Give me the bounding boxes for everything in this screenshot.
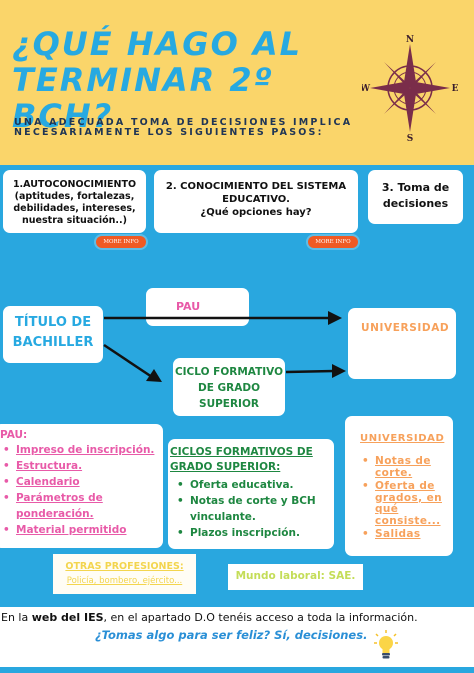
pau-link-impreso[interactable]: Impreso de inscripción. [0, 442, 160, 458]
arrow-to-ciclo [103, 343, 153, 379]
universidad-info-content: UNIVERSIDAD Notas de corte. Oferta de gr… [349, 432, 451, 543]
ciclo-formativo-label: CICLO FORMATIVO DE GRADO SUPERIOR [173, 364, 285, 412]
ciclo-line: SUPERIOR [199, 398, 259, 410]
compass-e: E [452, 84, 458, 94]
step-card-2 [154, 170, 358, 233]
arrowhead-3 [332, 364, 346, 378]
arrow-ciclo-to-universidad [285, 369, 335, 374]
pau-link-material[interactable]: Material permitido [0, 522, 160, 538]
step-1-line: nuestra situación..) [22, 215, 127, 226]
compass-w: W [362, 84, 371, 94]
footer-text-part: En la [1, 611, 32, 624]
step-2-text: 2. CONOCIMIENTO DEL SISTEMA EDUCATIVO. ¿… [154, 180, 358, 219]
more-info-button-1[interactable]: MORE INFO [96, 236, 146, 248]
pau-info-content: PAU: Impreso de inscripción. Estructura.… [0, 428, 160, 538]
ciclos-link-notas[interactable]: Notas de corte y BCH [174, 493, 332, 509]
pau-link-calendario[interactable]: Calendario [0, 474, 160, 490]
otras-profesiones-box [53, 554, 196, 594]
step-card-1 [3, 170, 146, 233]
ciclo-line: CICLO FORMATIVO [174, 366, 284, 378]
step-3-line: decisiones [382, 197, 449, 210]
ciclos-link-plazos[interactable]: Plazos inscripción. [174, 525, 332, 541]
step-3-line: 3. Toma de [381, 181, 450, 194]
universidad-info-heading: UNIVERSIDAD [360, 433, 445, 444]
step-2-line: ¿Qué opciones hay? [200, 207, 312, 218]
titulo-line: BACHILLER [12, 335, 94, 350]
more-info-button-2[interactable]: MORE INFO [308, 236, 358, 248]
footer-web-link[interactable]: web del IES [31, 611, 104, 624]
title-line-2: terminar 2º BCH? [12, 61, 274, 135]
ciclos-link-vinculante[interactable]: vinculante. [190, 511, 256, 523]
subtitle-line-1: UNA ADECUADA TOMA DE DECISIONES IMPLICA [14, 117, 353, 128]
step-1-text: 1.AUTOCONOCIMIENTO (aptitudes, fortaleza… [3, 179, 146, 227]
mundo-laboral-link[interactable]: Mundo laboral: SAE. [235, 570, 356, 582]
universidad-box [348, 308, 456, 379]
arrowhead-2 [146, 369, 162, 382]
pau-link-estructura[interactable]: Estructura. [0, 458, 160, 474]
ciclo-line: DE GRADO [197, 382, 260, 394]
page-title: ¿Qué hago al terminar 2º BCH? [12, 26, 352, 134]
step-2-line: EDUCATIVO. [222, 194, 290, 205]
titulo-bachiller-label: TÍTULO DE BACHILLER [3, 313, 103, 353]
footer-motto: ¿Tomas algo para ser feliz? Sí, decision… [95, 628, 368, 642]
page-subtitle: UNA ADECUADA TOMA DE DECISIONES IMPLICA … [14, 118, 374, 138]
univ-link-consiste[interactable]: consiste... [375, 514, 441, 527]
footer-band [0, 607, 474, 667]
otras-profesiones-text: Policía, bombero, ejército... [66, 576, 183, 586]
pau-link-parametros[interactable]: Parámetros de [0, 490, 160, 506]
univ-link-salidas[interactable]: Salidas [359, 528, 451, 541]
footer-text: En la web del IES, en el apartado D.O te… [1, 611, 418, 624]
arrowhead-1 [328, 311, 342, 325]
titulo-bachiller-box [3, 306, 103, 363]
step-card-3 [368, 170, 463, 224]
univ-link-que[interactable]: qué [375, 503, 399, 515]
titulo-line: TÍTULO DE [14, 315, 92, 330]
mundo-laboral-box [228, 564, 363, 590]
ciclos-info-list: Oferta educativa. Notas de corte y BCH v… [170, 477, 332, 541]
footer-text-part: , en el apartado D.O tenéis acceso a tod… [103, 611, 418, 624]
univ-link-grados[interactable]: grados, en [375, 491, 442, 504]
otras-profesiones-heading[interactable]: OTRAS PROFESIONES: [65, 561, 184, 572]
univ-link-notas[interactable]: Notas de [359, 455, 451, 468]
step-3-text: 3. Toma de decisiones [368, 180, 463, 212]
ciclos-heading-line: CICLOS FORMATIVOS DE [170, 446, 313, 458]
ciclos-info-heading: CICLOS FORMATIVOS DE GRADO SUPERIOR: [170, 445, 332, 475]
step-1-line: 1.AUTOCONOCIMIENTO [12, 179, 137, 190]
pau-box [146, 288, 249, 326]
compass-s: S [407, 134, 414, 142]
ciclos-heading-line: GRADO SUPERIOR: [170, 461, 281, 473]
step-2-line: 2. CONOCIMIENTO DEL SISTEMA [165, 181, 347, 192]
step-1-line: debilidades, intereses, [13, 203, 136, 214]
compass-n: N [406, 35, 414, 45]
step-1-line: (aptitudes, fortalezas, [14, 191, 135, 202]
ciclo-formativo-box [173, 358, 285, 416]
lightbulb-icon [374, 630, 398, 659]
pau-link-ponderacion[interactable]: ponderación. [16, 508, 94, 520]
pau-label[interactable]: PAU [176, 300, 201, 313]
subtitle-line-2: NECESARIAMENTE LOS SIGUIENTES PASOS: [14, 127, 324, 138]
ciclos-link-oferta[interactable]: Oferta educativa. [174, 477, 332, 493]
title-line-1: ¿Qué hago al [12, 25, 303, 63]
pau-info-list: Impreso de inscripción. Estructura. Cale… [0, 442, 160, 538]
universidad-label: UNIVERSIDAD [361, 322, 450, 334]
compass-icon: N S W E [362, 35, 458, 142]
ciclos-info-content: CICLOS FORMATIVOS DE GRADO SUPERIOR: Ofe… [170, 445, 332, 541]
univ-link-corte[interactable]: corte. [375, 466, 413, 479]
otras-profesiones-content: OTRAS PROFESIONES: Policía, bombero, ejé… [53, 560, 196, 588]
pau-info-heading: PAU: [0, 429, 28, 441]
univ-link-oferta[interactable]: Oferta de [359, 480, 451, 493]
universidad-info-list: Notas de corte. Oferta de grados, en qué… [349, 455, 451, 541]
